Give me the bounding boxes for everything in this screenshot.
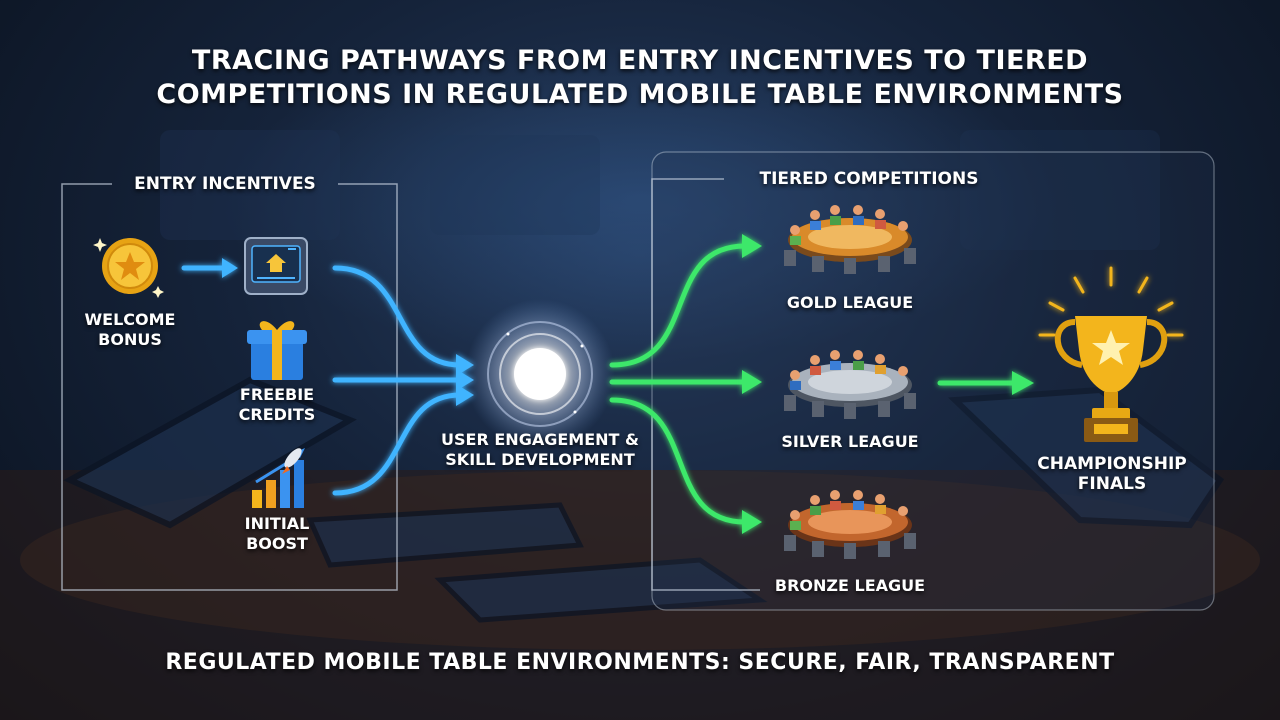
entry-frame: [61, 183, 398, 591]
gold-league-label: Gold League: [786, 293, 914, 312]
silver-league-label: Silver League: [781, 432, 919, 451]
silver-league-table: [784, 350, 916, 419]
arrowhead-hub-bottom: [456, 384, 474, 406]
arrowhead-gold: [742, 234, 762, 258]
flow-line-top: [332, 265, 463, 368]
arrowhead-silver: [742, 370, 762, 394]
flow-line-bottom: [332, 392, 463, 496]
bronze-league-label: Bronze League: [774, 576, 926, 595]
background-tablet: [63, 376, 1225, 623]
page-title: Tracing Pathways from Entry Incentives t…: [156, 45, 1124, 110]
gift-icon: [247, 321, 307, 380]
welcome-bonus-label: Welcome Bonus: [84, 310, 176, 349]
tier-frame-left: [651, 178, 760, 591]
coin-icon: [93, 238, 164, 298]
initial-boost-label: Initial Boost: [244, 514, 310, 553]
championship-finals-label: Championship Finals: [1037, 454, 1187, 494]
footer-tagline: Regulated Mobile Table Environments: Sec…: [165, 650, 1115, 675]
flow-line-gold: [609, 243, 748, 368]
bronze-league-table: [784, 490, 916, 559]
tablet-screen-icon: [244, 237, 308, 295]
flow-line-bronze: [609, 397, 748, 525]
arrowhead-bronze: [742, 510, 762, 534]
arrowhead-hub-mid: [456, 369, 474, 391]
trophy-icon: [1038, 266, 1184, 442]
arrowhead-welcome: [222, 258, 238, 278]
entry-incentives-heading: Entry Incentives: [134, 174, 316, 194]
tiered-competitions-heading: Tiered Competitions: [759, 169, 979, 189]
freebie-credits-label: Freebie Credits: [238, 385, 316, 424]
gold-league-table: [784, 205, 916, 274]
arrowhead-finals: [1012, 371, 1034, 395]
rocket-chart-icon: [252, 448, 305, 508]
glow-orb-icon: [465, 299, 615, 449]
arrowhead-hub-top: [456, 354, 474, 376]
hub-label: User Engagement & Skill Development: [441, 430, 639, 469]
